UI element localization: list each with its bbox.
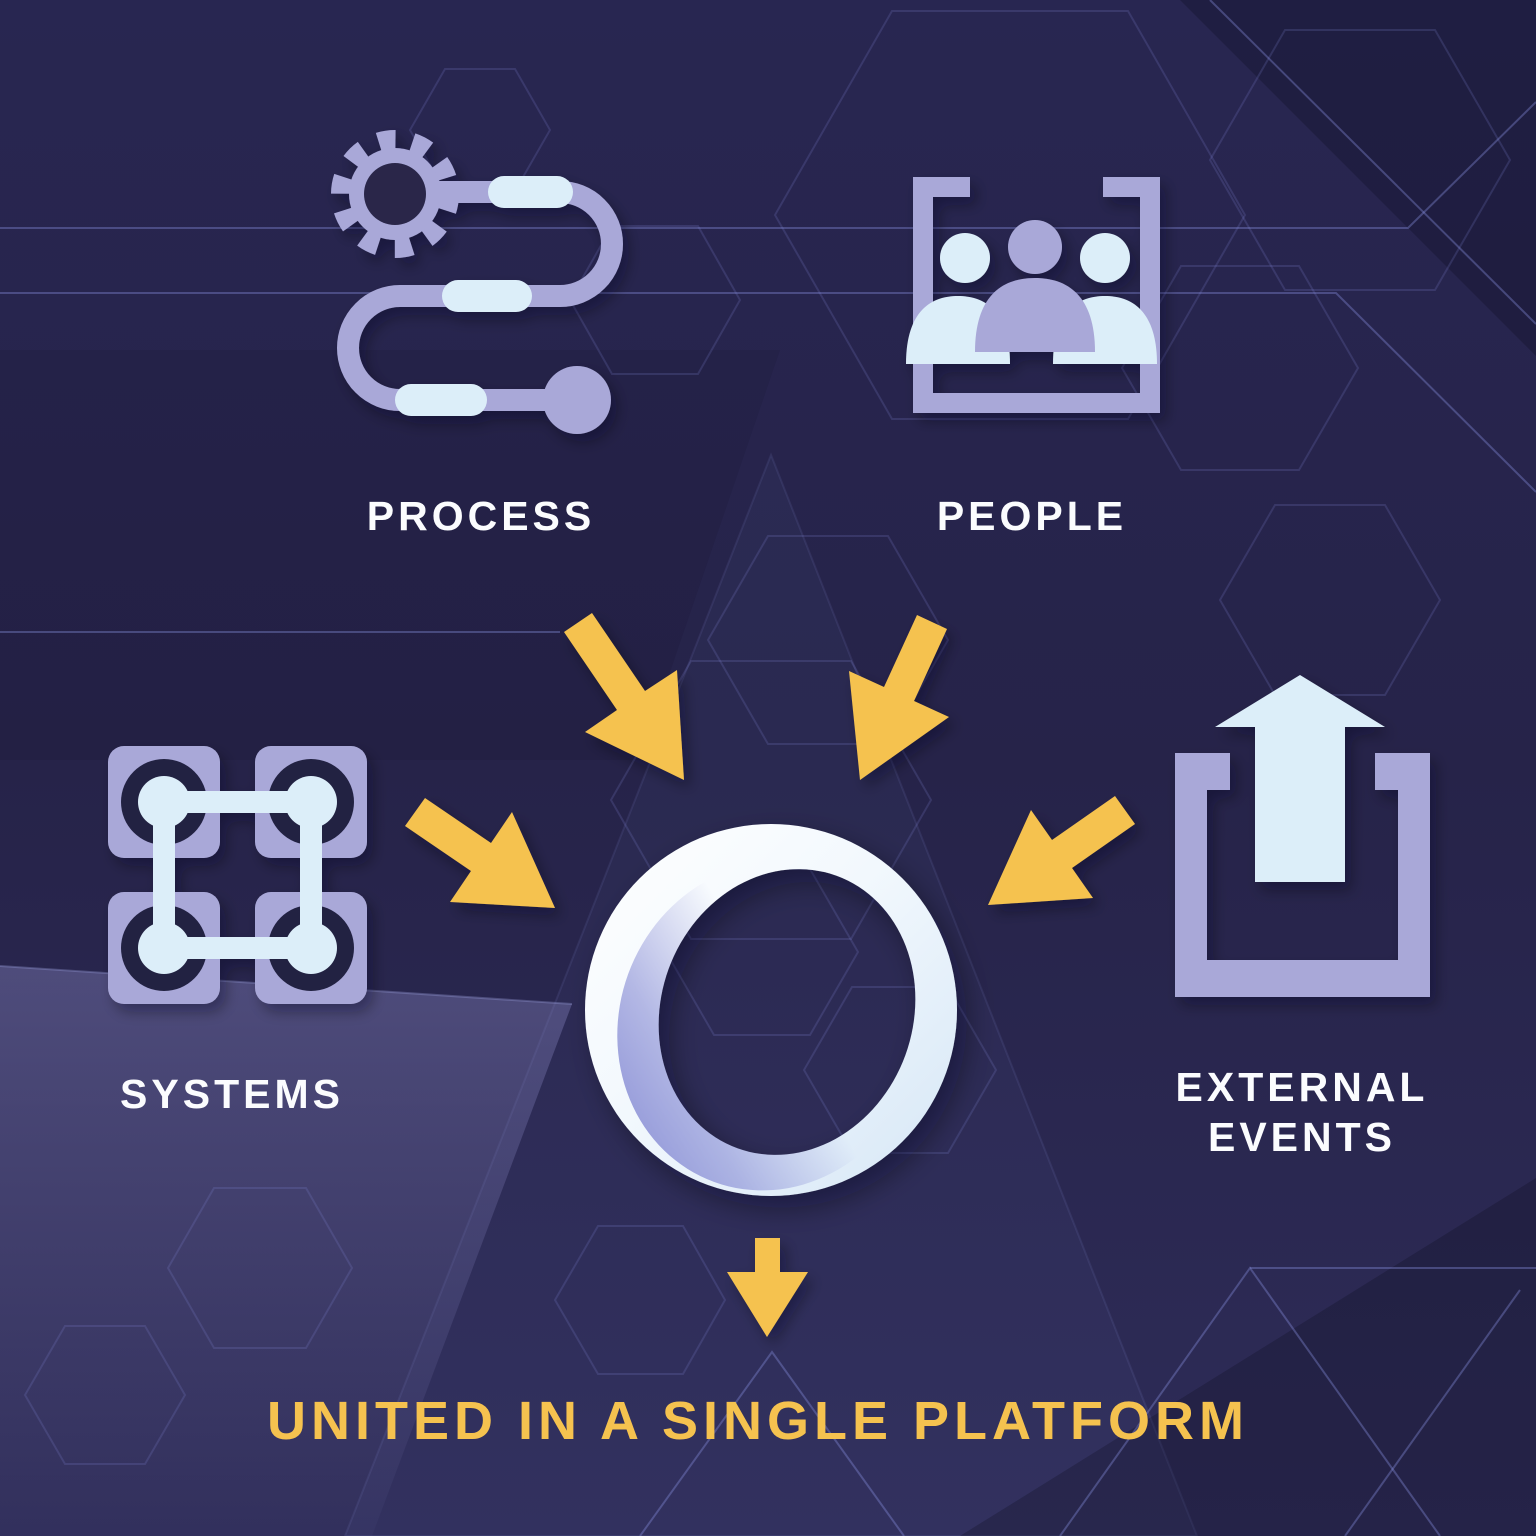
people-label: PEOPLE <box>936 493 1128 539</box>
arrow-process-to-platform <box>564 613 684 780</box>
connected-systems-icon <box>108 746 367 1004</box>
platform-ring-logo <box>585 824 957 1196</box>
arrow-external-to-platform <box>988 796 1135 905</box>
caption-title: UNITED IN A SINGLE PLATFORM <box>267 1391 1249 1451</box>
arrow-systems-to-platform <box>405 798 555 908</box>
flow-arrows <box>405 613 1135 1337</box>
systems-label: SYSTEMS <box>120 1071 344 1117</box>
external-events-label: EXTERNAL EVENTS <box>1175 1064 1429 1160</box>
gear-pipeline-icon <box>331 130 623 434</box>
people-group-icon <box>906 177 1160 413</box>
arrow-people-to-platform <box>849 615 949 780</box>
process-label: PROCESS <box>366 493 596 539</box>
arrow-platform-to-caption <box>727 1238 808 1337</box>
upload-event-icon <box>1175 675 1430 997</box>
